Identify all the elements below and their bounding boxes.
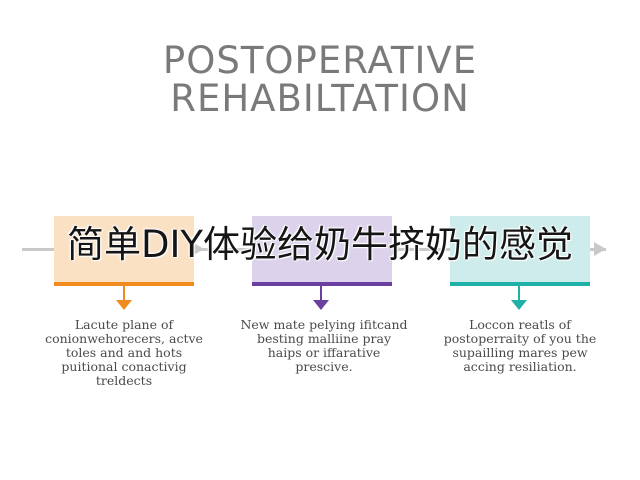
step-bar-2 [252,282,392,286]
step-bar-3 [450,282,590,286]
title-line-1: POSTOPERATIVE [162,39,478,82]
flow-arrow-1 [192,242,204,256]
flow-arrow-3 [594,242,606,256]
step-caption-1: Lacute plane of conionwehorecers, actve … [45,317,203,388]
step-down-line-3 [518,286,520,302]
flow-arrow-2 [390,242,402,256]
overlay-text: 简单DIY体验给奶牛挤奶的感觉 [66,223,573,266]
step-box-3 [450,216,590,282]
step-bar-1 [54,282,194,286]
step-down-arrow-2 [313,300,329,310]
step-box-2 [252,216,392,282]
step-caption-2: New mate pelying ifitcand besting mallii… [240,317,408,374]
step-down-line-2 [320,286,322,302]
step-down-line-1 [123,286,125,302]
title-line-2: REHABILTATION [170,77,470,120]
step-down-arrow-3 [511,300,527,310]
step-caption-3: Loccon reatls of postoperraity of you th… [443,317,597,374]
step-box-1 [54,216,194,282]
step-down-arrow-1 [116,300,132,310]
